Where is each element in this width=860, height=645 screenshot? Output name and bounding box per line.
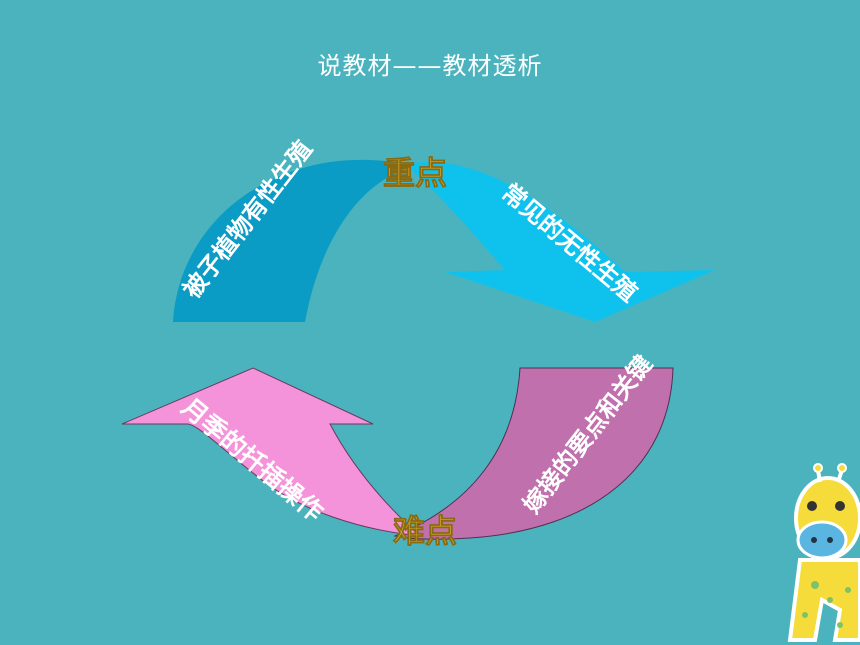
- arrow-grafting-key-points: [393, 367, 674, 540]
- slide-title: 说教材——教材透析: [317, 52, 543, 80]
- arrow-rose-cutting: [121, 367, 422, 537]
- arrow-asexual-reproduction: [405, 161, 715, 322]
- key-point-tag: 重点: [383, 154, 447, 192]
- difficult-point-tag: 难点: [393, 512, 457, 550]
- giraffe-icon: [787, 463, 860, 642]
- arrow-sexual-reproduction: [173, 159, 415, 322]
